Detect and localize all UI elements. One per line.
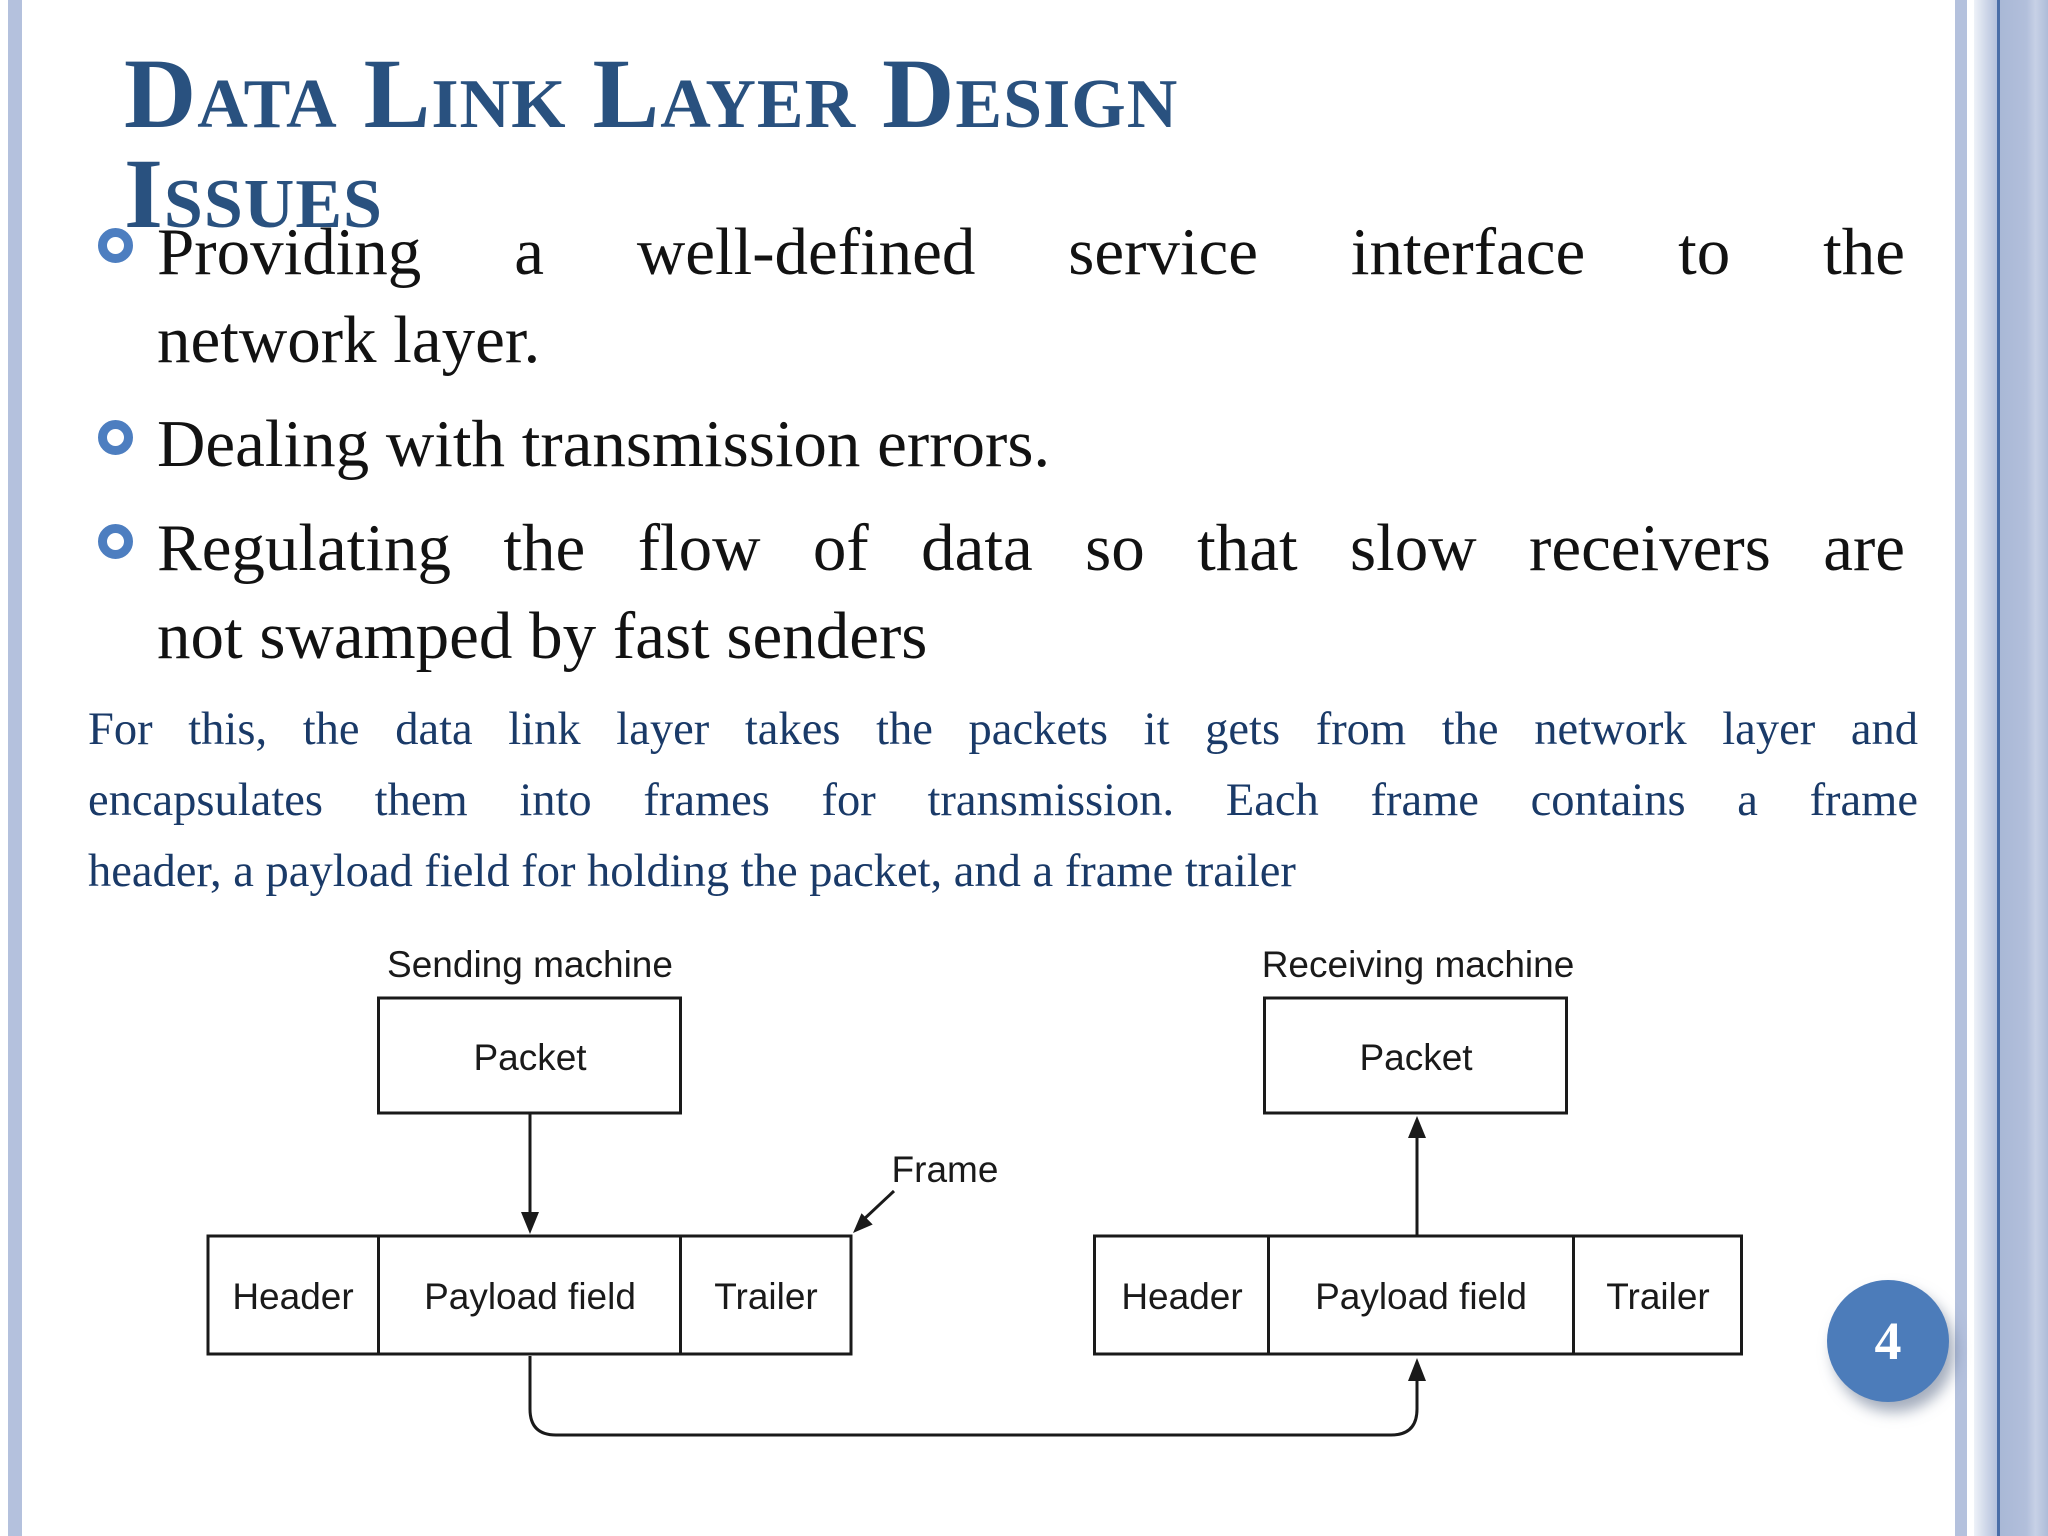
right-border-stripe — [1955, 0, 1967, 1536]
channel-connector-arrowhead-icon — [1408, 1358, 1426, 1381]
page-title: Data Link Layer Design Issues — [124, 44, 1574, 244]
bullet-text: Regulating the flow of data so that slow… — [157, 504, 1905, 680]
bullet-text: Providing a well-defined service interfa… — [157, 208, 1905, 384]
page-number-badge: 4 — [1827, 1280, 1949, 1402]
packet-down-arrowhead-icon — [521, 1212, 539, 1234]
frame-callout-arrowhead-icon — [853, 1213, 873, 1233]
sending-header-label: Header — [232, 1276, 353, 1317]
frame-callout-label: Frame — [892, 1149, 999, 1190]
bullet-item: Regulating the flow of data so that slow… — [98, 504, 1905, 680]
receiving-packet-label: Packet — [1359, 1037, 1473, 1078]
sending-payload-label: Payload field — [424, 1276, 636, 1317]
paragraph-line: encapsulates them into frames for transm… — [88, 775, 1918, 826]
paragraph-line: For this, the data link layer takes the … — [88, 704, 1918, 755]
sending-trailer-label: Trailer — [714, 1276, 817, 1317]
bullet-item: Dealing with transmission errors. — [98, 400, 1905, 488]
bullet-ring-icon — [98, 228, 133, 263]
right-border-accent-line — [1997, 0, 2000, 1536]
bullet-list: Providing a well-defined service interfa… — [98, 208, 1905, 696]
bullet-line: Dealing with transmission errors. — [157, 407, 1051, 481]
bullet-line: not swamped by fast senders — [157, 599, 928, 673]
bullet-line: network layer. — [157, 303, 541, 377]
bullet-line: Regulating the flow of data so that slow… — [157, 511, 1905, 585]
channel-connector-line — [528, 1356, 1419, 1437]
bullet-ring-icon — [98, 524, 133, 559]
page-title-line: Issues — [124, 138, 383, 249]
receiving-machine-label: Receiving machine — [1262, 944, 1575, 985]
framing-diagram: Sending machine Packet Header Payload fi… — [150, 920, 1800, 1480]
sending-frame-trailer-box — [679, 1234, 853, 1356]
receiving-packet-box — [1263, 996, 1568, 1115]
sending-packet-label: Packet — [473, 1037, 587, 1078]
bullet-ring-icon — [98, 420, 133, 455]
bullet-text: Dealing with transmission errors. — [157, 400, 1905, 488]
sending-frame-header-box — [206, 1234, 380, 1356]
left-border-stripe — [8, 0, 22, 1536]
bullet-line: Providing a well-defined service interfa… — [157, 215, 1905, 289]
receiving-frame-trailer-box — [1572, 1234, 1743, 1356]
page-title-line: Data Link Layer Design — [124, 38, 1179, 149]
receiving-trailer-label: Trailer — [1606, 1276, 1709, 1317]
receiving-payload-label: Payload field — [1315, 1276, 1527, 1317]
right-border-outer-band — [2000, 0, 2048, 1536]
right-border-gradient — [1974, 0, 1997, 1536]
bullet-item: Providing a well-defined service interfa… — [98, 208, 1905, 384]
frame-callout-arrow — [860, 1189, 896, 1223]
intro-paragraph: For this, the data link layer takes the … — [88, 694, 1918, 907]
sending-packet-box — [377, 996, 682, 1115]
page-number: 4 — [1874, 1311, 1902, 1371]
frame-up-arrowhead-icon — [1408, 1116, 1426, 1138]
receiving-header-label: Header — [1121, 1276, 1242, 1317]
sending-machine-label: Sending machine — [387, 944, 673, 985]
sending-frame-payload-box — [377, 1234, 682, 1356]
paragraph-line: header, a payload field for holding the … — [88, 846, 1296, 897]
